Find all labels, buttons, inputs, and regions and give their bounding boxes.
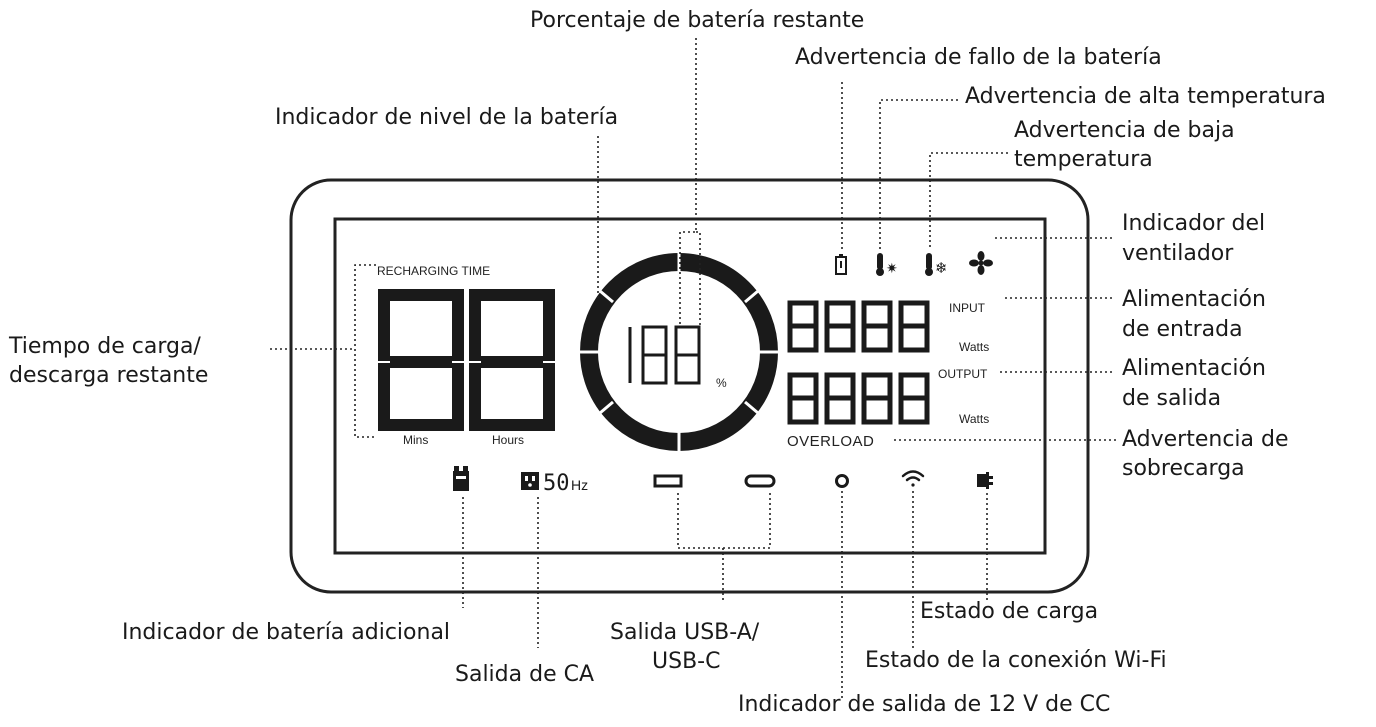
overload-label: OVERLOAD xyxy=(787,433,874,450)
callout-input-1: Alimentación xyxy=(1122,287,1266,312)
lcd-screen xyxy=(333,217,1047,555)
callout-ac-output: Salida de CA xyxy=(455,662,595,687)
callout-charge-status: Estado de carga xyxy=(920,599,1099,624)
high-temp-icon: ✷ xyxy=(876,253,898,277)
output-label: OUTPUT xyxy=(938,367,988,381)
callout-fan-1: Indicador del xyxy=(1122,211,1266,236)
svg-text:❄: ❄ xyxy=(935,259,948,277)
usb-c-icon xyxy=(744,474,776,488)
callout-output-2: de salida xyxy=(1122,386,1222,411)
battery-level-ring xyxy=(579,252,779,452)
percent-digits xyxy=(628,325,701,385)
dc-12v-icon xyxy=(835,474,849,488)
callout-time-left-2: descarga restante xyxy=(9,363,209,388)
ac-frequency-unit: Hz xyxy=(571,477,588,493)
callout-input-2: de entrada xyxy=(1122,317,1243,342)
percent-sign: % xyxy=(716,376,727,390)
callout-low-temp-2: temperatura xyxy=(1014,147,1153,172)
callout-usb-1: Salida USB-A/ xyxy=(610,620,760,645)
recharging-time-label: RECHARGING TIME xyxy=(377,264,490,278)
leader-lines xyxy=(270,38,1116,698)
callout-battery-fault: Advertencia de fallo de la batería xyxy=(795,45,1162,70)
watts-input-label: Watts xyxy=(959,340,989,354)
low-temp-icon: ❄ xyxy=(925,253,948,277)
callout-overload-1: Advertencia de xyxy=(1122,427,1289,452)
device-frame xyxy=(289,178,1090,594)
battery-fault-icon xyxy=(835,254,847,275)
callout-usb-2: USB-C xyxy=(652,649,721,674)
ac-outlet-icon xyxy=(521,472,539,490)
callout-low-temp-1: Advertencia de baja xyxy=(1014,118,1235,143)
output-digits xyxy=(787,372,930,425)
callout-fan-2: ventilador xyxy=(1122,241,1234,266)
callout-dc12v: Indicador de salida de 12 V de CC xyxy=(738,692,1111,717)
wifi-icon xyxy=(901,470,925,487)
callout-overload-2: sobrecarga xyxy=(1122,456,1245,481)
callout-battery-level: Indicador de nivel de la batería xyxy=(275,105,619,130)
callout-high-temp: Advertencia de alta temperatura xyxy=(965,84,1326,109)
callout-time-left-1: Tiempo de carga/ xyxy=(9,334,201,359)
callout-battery-percent: Porcentaje de batería restante xyxy=(530,8,865,33)
ac-frequency-value: 50 xyxy=(543,471,570,496)
watts-output-label: Watts xyxy=(959,412,989,426)
callout-extra-battery: Indicador de batería adicional xyxy=(122,620,451,645)
fan-icon xyxy=(969,251,993,275)
svg-text:✷: ✷ xyxy=(886,261,898,277)
hours-label: Hours xyxy=(492,433,524,447)
time-digits xyxy=(378,289,555,431)
mins-label: Mins xyxy=(403,433,428,447)
callout-output-1: Alimentación xyxy=(1122,356,1266,381)
input-label: INPUT xyxy=(949,301,986,315)
charging-icon xyxy=(977,472,993,489)
usb-a-icon xyxy=(653,474,683,488)
input-digits xyxy=(787,300,930,353)
callout-wifi-status: Estado de la conexión Wi-Fi xyxy=(865,648,1167,673)
extra-battery-icon xyxy=(453,466,469,491)
